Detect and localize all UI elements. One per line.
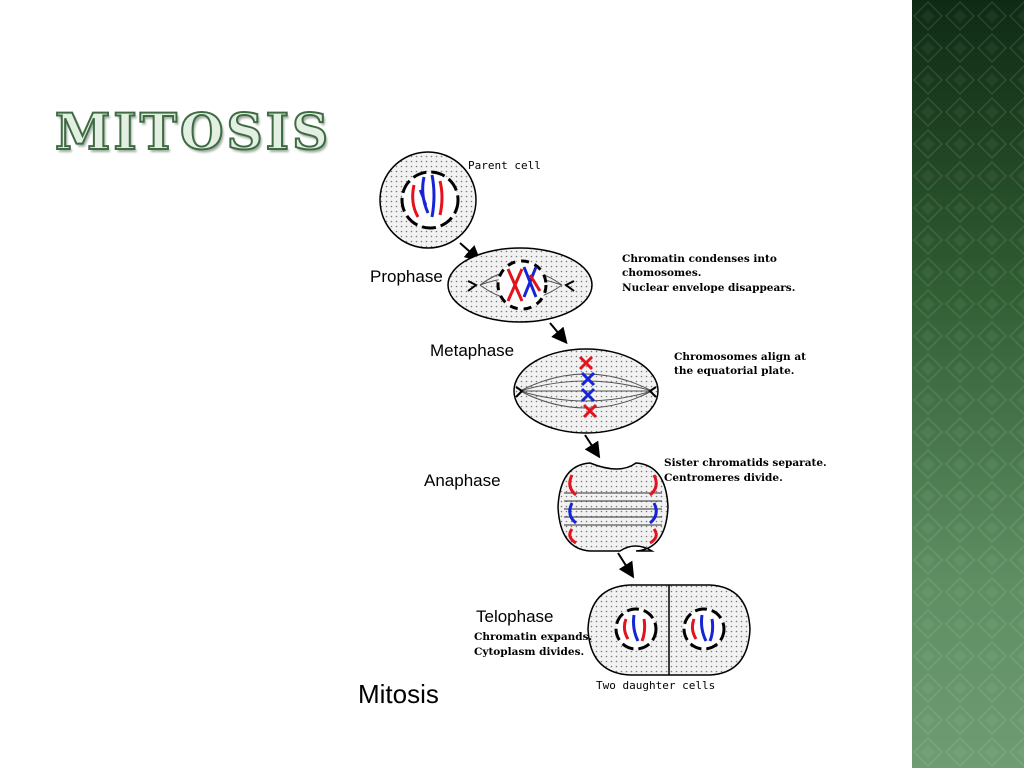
arrow-to-anaphase: [584, 434, 601, 459]
arrow-to-telophase: [617, 552, 635, 579]
daughter-cells-label: Two daughter cells: [596, 679, 716, 692]
arrow-to-metaphase: [549, 322, 568, 345]
mitosis-illustration: [379, 151, 751, 676]
prophase-note-line3: Nuclear envelope disappears.: [622, 282, 796, 294]
mitosis-diagram: Parent cell Prophase Chromatin condenses…: [340, 145, 827, 725]
metaphase-note-line2: the equatorial plate.: [674, 365, 795, 377]
anaphase-cell: [557, 462, 669, 552]
decorative-sidebar: [912, 0, 1024, 768]
telophase-note-line2: Cytoplasm divides.: [474, 646, 585, 658]
slide-title: MITOSIS: [54, 101, 332, 162]
prophase-note-line2: chomosomes.: [622, 267, 702, 279]
anaphase-note-line1: Sister chromatids separate.: [664, 457, 827, 469]
diamond-pattern: [912, 0, 1024, 768]
diagram-caption: Mitosis: [358, 679, 439, 709]
parent-cell: [379, 151, 477, 249]
metaphase-note-line1: Chromosomes align at: [674, 351, 806, 363]
prophase-cell: [447, 247, 593, 323]
metaphase-label: Metaphase: [430, 341, 515, 360]
prophase-label: Prophase: [370, 267, 443, 286]
telophase-label: Telophase: [476, 607, 554, 626]
prophase-note-line1: Chromatin condenses into: [622, 253, 777, 265]
telophase-cells: [587, 584, 751, 676]
parent-cell-label: Parent cell: [468, 159, 541, 172]
telophase-note-line1: Chromatin expands.: [474, 631, 593, 643]
anaphase-label: Anaphase: [424, 471, 501, 490]
anaphase-note-line2: Centromeres divide.: [664, 472, 783, 484]
metaphase-cell: [513, 348, 659, 434]
